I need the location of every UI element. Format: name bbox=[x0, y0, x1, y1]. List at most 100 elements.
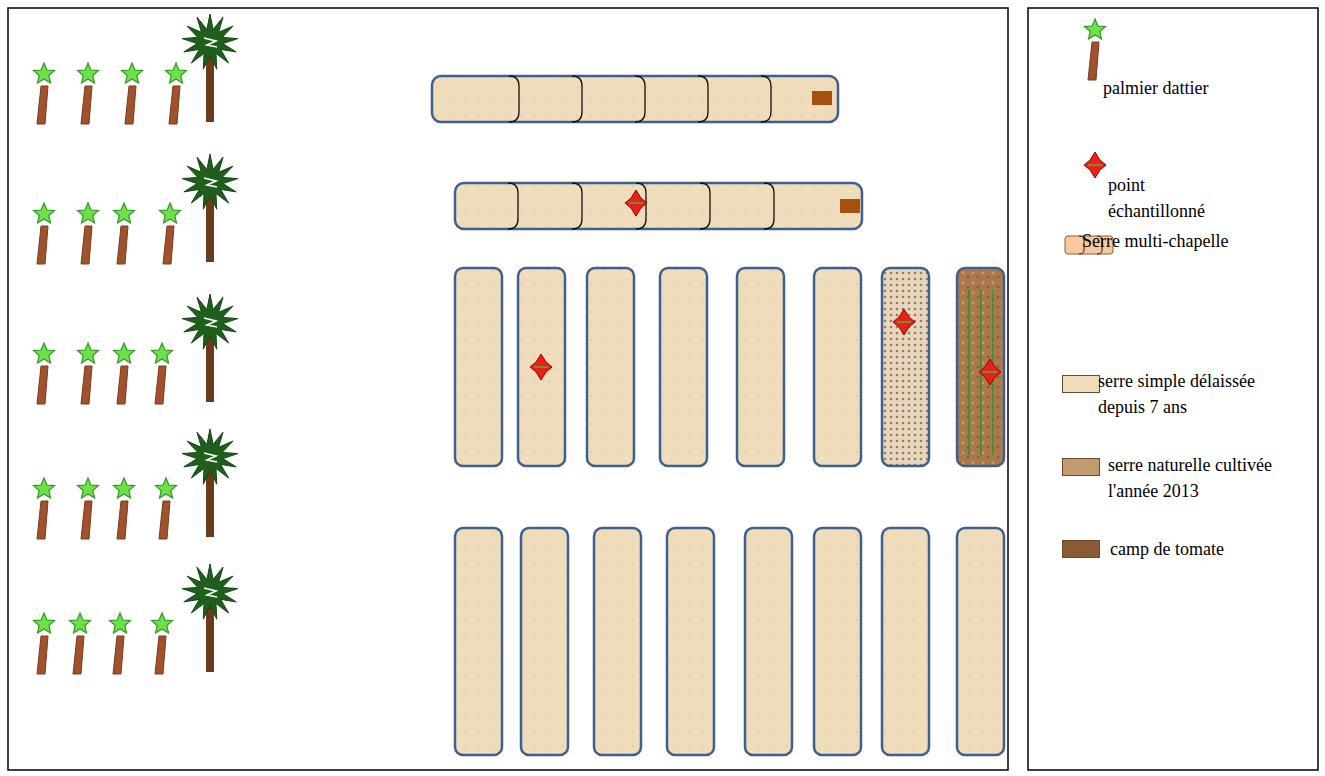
palm-crown bbox=[166, 63, 187, 83]
legend-swatch bbox=[1062, 458, 1100, 476]
palm-mark bbox=[204, 318, 217, 327]
sample-point bbox=[897, 321, 911, 323]
palm-trunk bbox=[81, 226, 92, 264]
palm-trunk bbox=[117, 226, 128, 264]
simple-greenhouse bbox=[745, 528, 792, 755]
palm-trunk bbox=[117, 501, 128, 539]
palm-trunk bbox=[81, 86, 92, 124]
chapel-arch bbox=[509, 76, 519, 122]
palm-crown bbox=[110, 613, 131, 633]
simple-greenhouse bbox=[455, 528, 502, 755]
sample-point bbox=[893, 309, 915, 335]
simple-greenhouse bbox=[455, 268, 502, 466]
palm-crown bbox=[182, 429, 238, 484]
chapel-arch bbox=[508, 183, 518, 229]
simple-greenhouse bbox=[814, 528, 861, 755]
palm-trunk bbox=[37, 501, 48, 539]
palm-crown bbox=[78, 478, 99, 498]
palm-crown bbox=[182, 294, 238, 349]
palm-trunk bbox=[81, 366, 92, 404]
palm-crown bbox=[152, 343, 173, 363]
legend-text: point échantillonné bbox=[1108, 172, 1238, 224]
palm-mark bbox=[204, 178, 217, 187]
palm-crown bbox=[122, 63, 143, 83]
palm-crown bbox=[152, 613, 173, 633]
palm-trunk bbox=[73, 636, 84, 674]
sample-point bbox=[629, 202, 643, 204]
chapel-arch bbox=[572, 183, 582, 229]
palm-crown bbox=[114, 478, 135, 498]
door bbox=[812, 91, 832, 105]
chapel-arch bbox=[700, 183, 710, 229]
sample-point bbox=[979, 359, 1001, 385]
palm-mark bbox=[204, 453, 217, 462]
palm-mark bbox=[204, 588, 217, 597]
simple-greenhouse bbox=[957, 528, 1004, 755]
simple-greenhouse bbox=[737, 268, 784, 466]
palm-trunk bbox=[1088, 42, 1099, 80]
map-frame bbox=[8, 8, 1008, 770]
sample-point bbox=[530, 354, 552, 380]
palm-trunk bbox=[117, 366, 128, 404]
palm-crown bbox=[34, 343, 55, 363]
chapel-arch bbox=[572, 76, 582, 122]
palm-trunk bbox=[159, 501, 170, 539]
palm-trunk bbox=[163, 226, 174, 264]
palm-crown bbox=[78, 63, 99, 83]
legend-text: Serre multi-chapelle bbox=[1082, 228, 1262, 254]
palm-trunk bbox=[37, 86, 48, 124]
sample-point bbox=[534, 366, 548, 368]
palm-crown bbox=[78, 203, 99, 223]
simple-greenhouse bbox=[814, 268, 861, 466]
palm-trunk bbox=[37, 366, 48, 404]
door bbox=[840, 199, 860, 213]
simple-greenhouse bbox=[594, 528, 641, 755]
palm-crown bbox=[182, 14, 238, 69]
palm-mark bbox=[204, 38, 217, 47]
sample-point bbox=[983, 371, 997, 373]
palm-crown bbox=[114, 343, 135, 363]
sample-point bbox=[625, 190, 647, 216]
palm-trunk bbox=[37, 636, 48, 674]
legend-text: serre naturelle cultivée l'année 2013 bbox=[1108, 452, 1288, 504]
simple-greenhouse bbox=[521, 528, 568, 755]
palm-crown bbox=[78, 343, 99, 363]
palm-trunk bbox=[125, 86, 136, 124]
multi-chapel-greenhouse bbox=[432, 76, 838, 122]
simple-greenhouse bbox=[660, 268, 707, 466]
chapel-arch bbox=[761, 76, 771, 122]
palm-crown bbox=[34, 478, 55, 498]
palm-crown bbox=[34, 613, 55, 633]
palm-trunk bbox=[169, 86, 180, 124]
legend-frame bbox=[1028, 8, 1318, 770]
palm-crown bbox=[1085, 19, 1106, 39]
legend-text: palmier dattier bbox=[1103, 75, 1303, 101]
palm-crown bbox=[182, 154, 238, 209]
chapel-arch bbox=[635, 76, 645, 122]
palm-trunk bbox=[155, 636, 166, 674]
multi-chapel-greenhouse bbox=[455, 183, 862, 229]
legend-swatch bbox=[1062, 540, 1100, 558]
palm-trunk bbox=[113, 636, 124, 674]
palm-trunk bbox=[155, 366, 166, 404]
simple-greenhouse bbox=[882, 528, 929, 755]
legend-text: serre simple délaissée depuis 7 ans bbox=[1098, 368, 1288, 420]
sample-point bbox=[1088, 164, 1102, 166]
simple-greenhouse bbox=[667, 528, 714, 755]
sample-point bbox=[1084, 152, 1106, 178]
palm-trunk bbox=[37, 226, 48, 264]
simple-greenhouse bbox=[518, 268, 565, 466]
palm-crown bbox=[182, 564, 238, 619]
palm-crown bbox=[34, 203, 55, 223]
chapel-arch bbox=[764, 183, 774, 229]
simple-greenhouse bbox=[587, 268, 634, 466]
palm-crown bbox=[34, 63, 55, 83]
tomato-row bbox=[968, 290, 970, 455]
palm-crown bbox=[160, 203, 181, 223]
chapel-arch bbox=[698, 76, 708, 122]
simple-greenhouse bbox=[957, 268, 1004, 466]
simple-greenhouse bbox=[882, 268, 929, 466]
legend-text: camp de tomate bbox=[1110, 536, 1270, 562]
palm-trunk bbox=[81, 501, 92, 539]
palm-crown bbox=[114, 203, 135, 223]
